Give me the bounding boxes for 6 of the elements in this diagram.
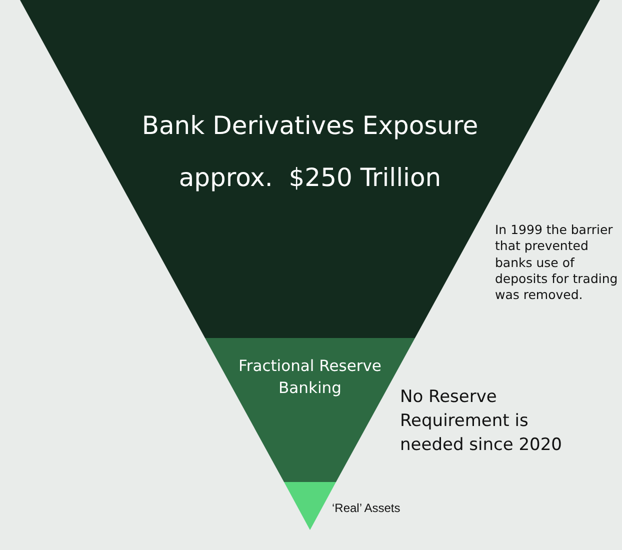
band-title: Fractional Reserve Banking xyxy=(238,356,382,399)
band-subtitle: approx. $250 Trillion xyxy=(178,162,442,194)
side-note: In 1999 the barrier that prevented banks use of deposits for trading was removed. xyxy=(495,222,619,304)
side-note: No Reserve Requirement is needed since 2020 xyxy=(400,386,563,457)
side-note: ‘Real’ Assets xyxy=(332,501,402,516)
band-title: Bank Derivatives Exposure xyxy=(140,110,480,142)
